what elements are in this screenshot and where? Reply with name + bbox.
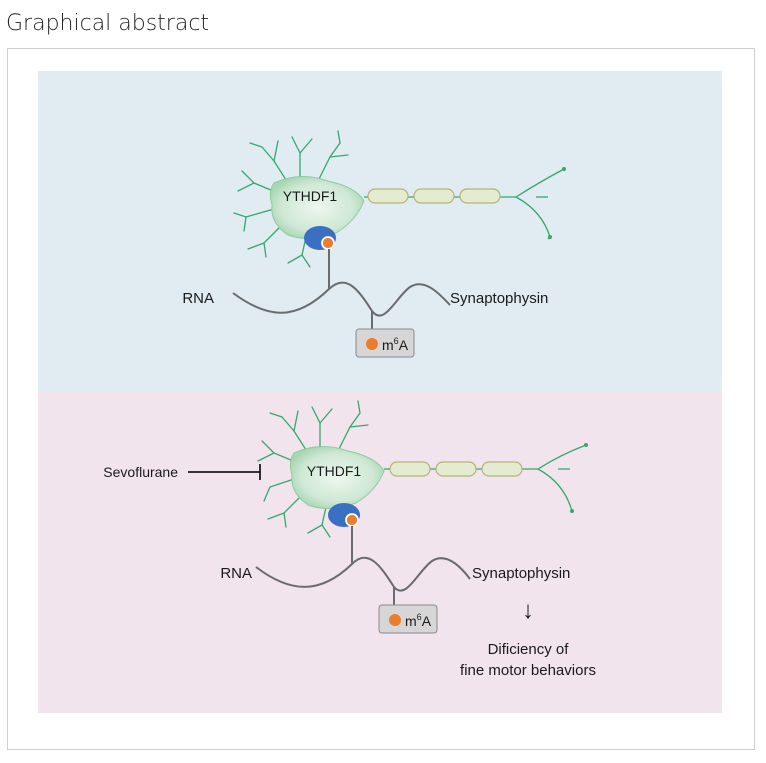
rna-label-top: RNA bbox=[182, 290, 214, 307]
rna-label-bottom: RNA bbox=[220, 565, 252, 582]
dendrites-top bbox=[233, 130, 349, 268]
terminal-bouton bbox=[570, 509, 574, 513]
synaptophysin-label-top: Synaptophysin bbox=[450, 290, 548, 307]
outcome-line-2: fine motor behaviors bbox=[460, 662, 596, 679]
m6a-box-bottom bbox=[378, 604, 438, 634]
soma-bottom bbox=[289, 446, 385, 509]
synaptophysin-label-bottom: Synaptophysin bbox=[472, 565, 570, 582]
terminal-bouton bbox=[548, 235, 552, 239]
terminal-bouton bbox=[562, 167, 566, 171]
m6a-dot-bottom bbox=[389, 614, 401, 626]
myelin-sheath-bottom bbox=[389, 461, 523, 477]
sevoflurane-label: Sevoflurane bbox=[103, 464, 178, 480]
ythdf1-label-top: YTHDF1 bbox=[283, 188, 338, 204]
m6a-label-top: m6A bbox=[382, 336, 409, 353]
axon-terminals-bottom bbox=[537, 444, 587, 512]
m6a-bound-dot-bottom bbox=[345, 513, 359, 527]
myelin-sheath-top bbox=[367, 188, 501, 204]
dendrites-bottom bbox=[257, 400, 369, 538]
terminal-bouton bbox=[584, 443, 588, 447]
m6a-label-bottom: m6A bbox=[405, 612, 432, 629]
ythdf1-label-bottom: YTHDF1 bbox=[307, 463, 362, 479]
down-arrow-icon: ↓ bbox=[522, 597, 534, 624]
m6a-bound-dot-top bbox=[321, 236, 335, 250]
m6a-box-top bbox=[355, 328, 415, 358]
outcome-line-1: Dificiency of bbox=[488, 641, 570, 658]
graphical-abstract-heading: Graphical abstract bbox=[6, 11, 210, 36]
graphical-abstract-figure: YTHDF1 RNA Synaptophysin m6A bbox=[38, 71, 722, 713]
soma-top bbox=[269, 176, 365, 239]
m6a-dot-top bbox=[366, 338, 378, 350]
bottom-panel-background bbox=[38, 391, 722, 713]
rna-strand-top bbox=[232, 281, 451, 317]
neuron-top bbox=[233, 130, 566, 268]
neuron-bottom bbox=[257, 400, 588, 538]
rna-strand-bottom bbox=[255, 556, 471, 592]
